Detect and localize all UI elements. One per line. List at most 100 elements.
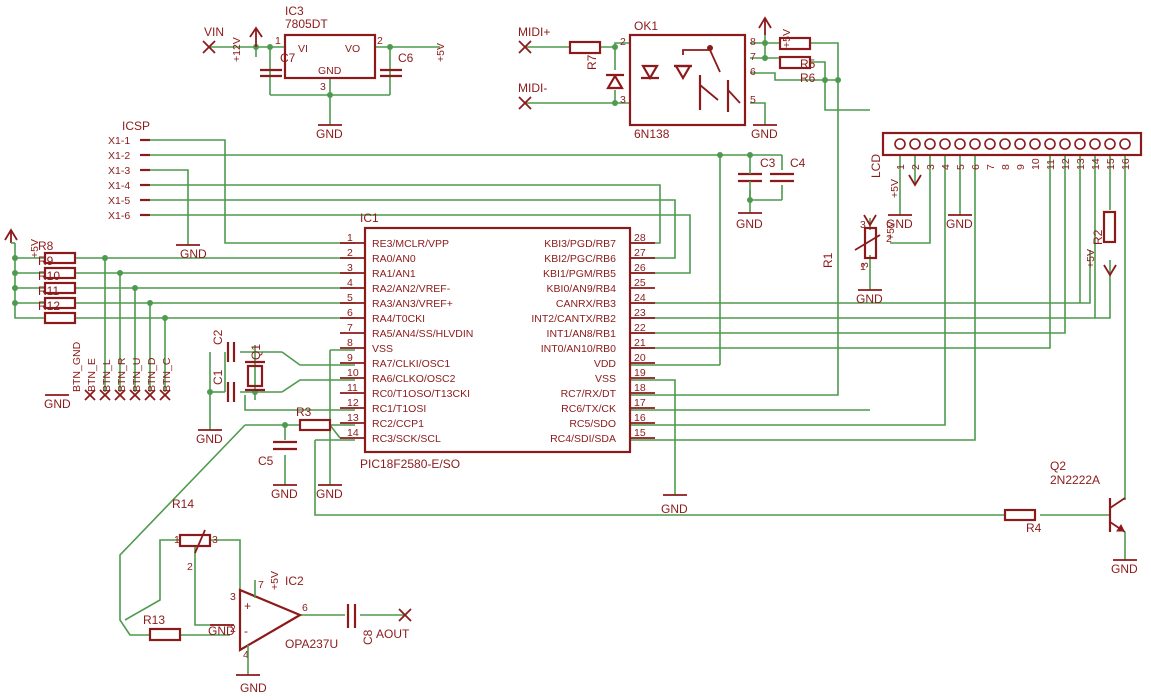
c6-label: C6 [398, 51, 414, 65]
ic1-pin-label: RA2/AN2/VREF- [372, 283, 451, 295]
ic1-pin-label: RA6/CLKO/OSC2 [372, 373, 456, 385]
ic3-part: 7805DT [285, 17, 328, 31]
ic1-pin-label: RC4/SDI/SDA [550, 433, 616, 445]
plus5-label-ic3: +5V [435, 43, 447, 62]
lcd-pin [1104, 138, 1116, 150]
vin-label: VIN [204, 25, 224, 39]
lcd-pin-number: 11 [1045, 159, 1057, 170]
plus12-label: +12V [231, 37, 243, 62]
r3-c5: R3 C5 GND GND [258, 405, 343, 501]
svg-text:6: 6 [750, 66, 756, 78]
lcd-pin [1014, 138, 1026, 150]
ic1-pin-number: 13 [347, 412, 359, 424]
ic1-pin-number: 20 [634, 352, 646, 364]
svg-text:+5V: +5V [1085, 249, 1097, 268]
r13-label: R13 [143, 613, 165, 627]
ic1-pin-label: RA0/AN0 [372, 253, 416, 265]
ic1-pin-number: 19 [634, 367, 646, 379]
svg-text:8: 8 [750, 36, 756, 48]
ic2-name: IC2 [285, 574, 304, 588]
ic1-pin-number: 26 [634, 262, 646, 274]
ic1-pin-label: RC3/SCK/SCL [372, 433, 441, 445]
lcd-pin [1089, 138, 1101, 150]
svg-text:BTN_D: BTN_D [146, 357, 158, 392]
r2-resistor: R2 +5V [1085, 210, 1117, 277]
lcd-pin-number: 10 [1030, 158, 1042, 170]
lcd-pin [1029, 138, 1041, 150]
r14-pot: R14 1 3 2 [172, 497, 218, 573]
c1-label: C1 [211, 369, 225, 385]
ic1-pin-label: VSS [595, 373, 616, 385]
svg-text:GND: GND [196, 432, 223, 446]
lcd-pin [1044, 138, 1056, 150]
ic1-pin-label: RC2/CCP1 [372, 418, 424, 430]
ok1-optocoupler: OK1 6N138 2 3 8 7 6 5 [620, 19, 756, 141]
ok1-part: 6N138 [634, 127, 670, 141]
midi-input: MIDI+ MIDI- R7 [518, 25, 624, 110]
ic1-pin-label: KBI3/PGD/RB7 [544, 238, 616, 250]
svg-text:BTN_C: BTN_C [161, 357, 173, 392]
lcd-pin [1074, 138, 1086, 150]
svg-text:+5V: +5V [29, 239, 41, 258]
svg-text:BTN_R: BTN_R [116, 357, 128, 392]
lcd-pin-number: 2 [910, 164, 922, 170]
r2-label: R2 [1091, 229, 1105, 245]
ic1-pin-label: RC0/T1OSO/T13CKI [372, 388, 470, 400]
svg-text:+5V: +5V [269, 571, 281, 590]
ic1-pin-number: 10 [347, 367, 359, 379]
lcd-pin-number: 1 [895, 164, 907, 170]
icsp-pin-1: X1-1 [108, 135, 130, 147]
ic1-pin-number: 5 [347, 292, 353, 304]
c8-aout: C8 AOUT [346, 604, 412, 645]
icsp-name: ICSP [122, 119, 150, 133]
c2-label: C2 [211, 329, 225, 345]
svg-text:GND: GND [946, 217, 973, 231]
vin-terminal: VIN [202, 25, 224, 54]
aout-label: AOUT [376, 627, 410, 641]
lcd-pin-number: 4 [940, 164, 952, 170]
r6-label: R6 [800, 71, 816, 85]
ic1-pin-number: 24 [634, 292, 646, 304]
lcd-pin-number: 5 [955, 164, 967, 170]
midi-plus-label: MIDI+ [518, 25, 550, 39]
svg-text:4: 4 [243, 649, 249, 661]
ic1-pin-label: RA1/AN1 [372, 268, 416, 280]
svg-text:7: 7 [258, 579, 264, 591]
plus12-supply: +12V [231, 26, 263, 62]
button-terminals: GND BTN_GND BTN_E BTN_L BTN_R BTN_U BTN_… [44, 341, 173, 411]
r5-r6-resistors: R5 R6 +5V GND [751, 16, 816, 141]
lcd-pin-number: 6 [970, 164, 982, 170]
svg-text:GND: GND [316, 487, 343, 501]
icsp-pin-5: X1-5 [108, 195, 130, 207]
icsp-pin-4: X1-4 [108, 180, 130, 192]
svg-text:GND: GND [180, 247, 207, 261]
r14-label: R14 [172, 497, 194, 511]
ic2-part: OPA237U [285, 637, 338, 651]
svg-text:2: 2 [886, 233, 892, 245]
ic1-pin-label: INT2/CANTX/RB2 [531, 313, 616, 325]
svg-text:3: 3 [859, 262, 871, 268]
r4-label: R4 [1026, 521, 1042, 535]
lcd-pin [924, 138, 936, 150]
ic1-part: PIC18F2580-E/SO [360, 457, 460, 471]
ic1-pin-number: 18 [634, 382, 646, 394]
lcd-name: LCD [869, 154, 883, 178]
r1-label: R1 [821, 252, 835, 268]
svg-text:GND: GND [886, 217, 913, 231]
ic1-pin-number: 27 [634, 247, 646, 259]
lcd-pin-number: 9 [1015, 164, 1027, 170]
ic1-pin-label: KBI2/PGC/RB6 [544, 253, 616, 265]
lcd-pin-number: 7 [985, 164, 997, 170]
lcd-pin [999, 138, 1011, 150]
svg-text:GND: GND [856, 292, 883, 306]
lcd-pin [954, 138, 966, 150]
ic1-pin-number: 11 [347, 382, 358, 394]
svg-text:5: 5 [750, 94, 756, 106]
ic1-pin-label: RA3/AN3/VREF+ [372, 298, 453, 310]
svg-text:1: 1 [174, 534, 180, 546]
svg-text:7: 7 [750, 51, 756, 63]
gnd-icsp: GND [176, 244, 207, 261]
gnd-ic3: GND [316, 124, 343, 141]
